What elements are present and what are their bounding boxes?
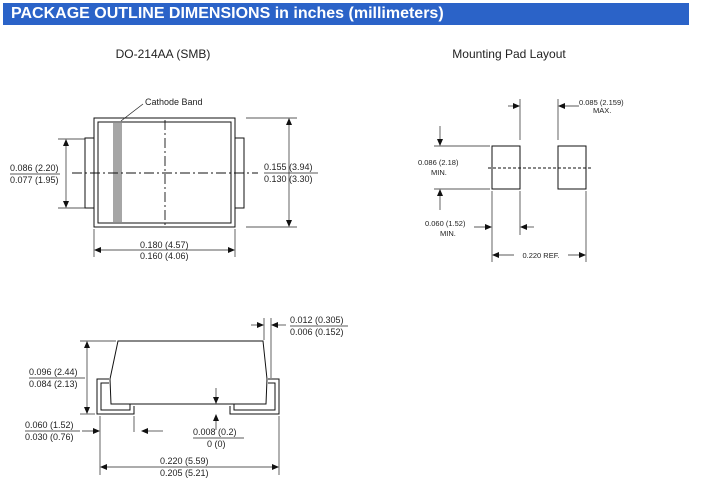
- standoff-max: 0.008 (0.2): [193, 427, 237, 437]
- cathode-leader: [120, 103, 144, 122]
- foot-length-min: 0.030 (0.76): [25, 432, 74, 442]
- lead-thickness-min: 0.006 (0.152): [290, 327, 344, 337]
- top-height-min: 0.077 (1.95): [10, 175, 59, 185]
- left-lead-outer: [96, 378, 135, 415]
- left-pad: [491, 145, 521, 190]
- side-body: [109, 340, 268, 405]
- right-lead-inner: [233, 382, 276, 411]
- pad-layout-title: Mounting Pad Layout: [452, 47, 566, 61]
- top-view: DO-214AA (SMB) Cathode Band 0.086 (2.20)…: [10, 47, 318, 261]
- lead-thickness-max: 0.012 (0.305): [290, 315, 344, 325]
- side-height-max: 0.096 (2.44): [29, 367, 78, 377]
- total-width-min: 0.205 (5.21): [160, 468, 209, 478]
- pad-height-value: 0.086 (2.18): [418, 158, 459, 167]
- left-lead-inner: [100, 382, 131, 411]
- body-height-max: 0.155 (3.94): [264, 162, 313, 172]
- page-title: PACKAGE OUTLINE DIMENSIONS in inches (mi…: [3, 3, 689, 25]
- body-width-min: 0.160 (4.06): [140, 251, 189, 261]
- pad-ref-value: 0.220 REF.: [522, 251, 559, 260]
- body-height-min: 0.130 (3.30): [264, 174, 313, 184]
- arrow-down: [63, 201, 69, 208]
- body-inner-outline: [97, 121, 232, 224]
- top-height-max: 0.086 (2.20): [10, 163, 59, 173]
- right-lead-outer: [229, 378, 280, 415]
- right-pad: [557, 145, 587, 190]
- cathode-label: Cathode Band: [145, 97, 203, 107]
- pad-width-value: 0.060 (1.52): [425, 219, 466, 228]
- total-width-max: 0.220 (5.59): [160, 456, 209, 466]
- body-width-max: 0.180 (4.57): [140, 240, 189, 250]
- pad-height-note: MIN.: [431, 168, 447, 177]
- arrow-up: [63, 139, 69, 146]
- mounting-pad-layout: Mounting Pad Layout 0.085 (2.159) MAX. 0…: [418, 47, 624, 262]
- gap-value: 0.085 (2.159): [579, 98, 624, 107]
- side-height-min: 0.084 (2.13): [29, 379, 78, 389]
- cathode-band: [113, 123, 122, 222]
- top-view-title: DO-214AA (SMB): [116, 47, 211, 61]
- foot-length-max: 0.060 (1.52): [25, 420, 74, 430]
- side-view: 0.012 (0.305) 0.006 (0.152) 0.096 (2.44)…: [25, 315, 348, 478]
- gap-note: MAX.: [593, 106, 611, 115]
- pad-width-note: MIN.: [440, 229, 456, 238]
- standoff-min: 0 (0): [207, 439, 226, 449]
